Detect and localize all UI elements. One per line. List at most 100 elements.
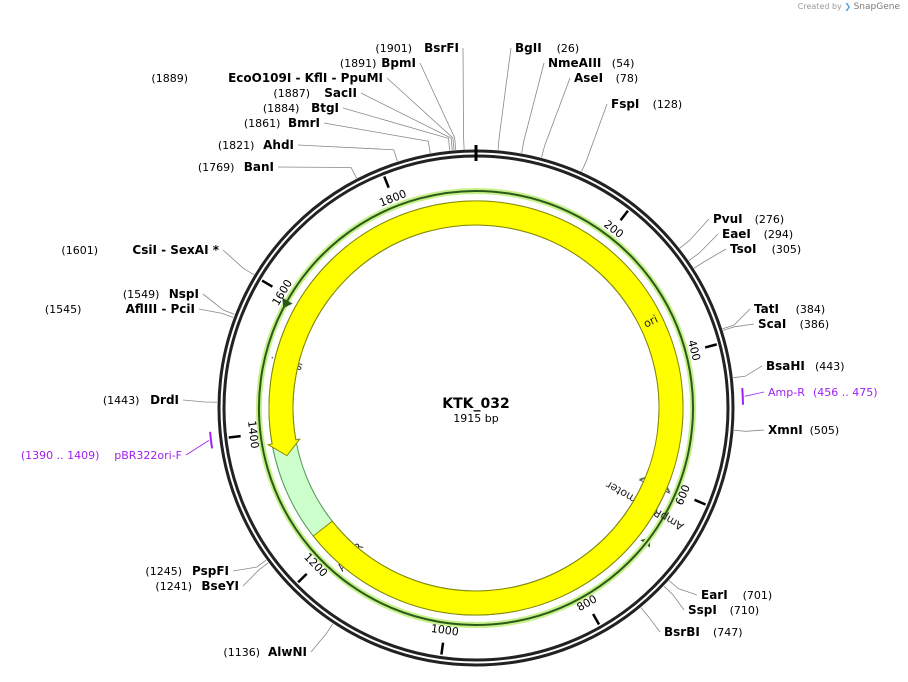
site-position: (1443) [103, 394, 140, 407]
site-position: (505) [810, 424, 840, 437]
site-position: (1769) [198, 161, 235, 174]
plasmid-length: 1915 bp [453, 412, 498, 425]
site-leader-line [497, 47, 512, 150]
site-leader-line [297, 144, 398, 162]
site-position: (1601) [61, 244, 98, 257]
site-position: (305) [772, 243, 802, 256]
tick-mark [704, 343, 718, 349]
site-name: FspI [611, 97, 639, 111]
site-position: (276) [755, 213, 785, 226]
watermark-brand: SnapGene [853, 2, 900, 12]
site-name: TsoI [730, 242, 756, 256]
site-leader-line [198, 308, 234, 318]
site-name: AflIII - PciI [126, 302, 195, 316]
site-leader-line [323, 122, 431, 154]
site-leader-line [232, 559, 267, 572]
site-name: BsrFI [424, 41, 459, 55]
primer-leader-line [185, 440, 210, 456]
site-layer: BgII(26)NmeAIII(54)AseI(78)FspI(128)PvuI… [45, 41, 845, 659]
tick-mark [383, 176, 390, 189]
site-name: BpmI [381, 56, 416, 70]
site-name: PvuI [713, 212, 743, 226]
primer-range: (1390 .. 1409) [21, 449, 100, 462]
site-position: (1136) [223, 646, 260, 659]
site-position: (1545) [45, 303, 82, 316]
tick-label: 1000 [430, 622, 460, 639]
site-position: (1887) [273, 87, 310, 100]
site-position: (384) [796, 303, 826, 316]
tick-label: 400 [685, 339, 703, 363]
primer-name: pBR322ori-F [114, 449, 182, 462]
site-name: BsaHI [766, 359, 805, 373]
site-leader-line [734, 429, 765, 432]
site-leader-line [541, 77, 571, 158]
site-name: DrdI [150, 393, 179, 407]
site-name: NspI [169, 287, 199, 301]
snapgene-watermark: Created by ❯ SnapGene [798, 2, 900, 12]
site-position: (1889) [151, 72, 188, 85]
site-position: (1891) [340, 57, 377, 70]
site-position: (128) [653, 98, 683, 111]
tick-mark [619, 209, 629, 221]
backbone-layer [217, 145, 735, 667]
site-leader-line [242, 562, 269, 587]
tick-mark [694, 498, 707, 506]
watermark-prefix: Created by [797, 2, 842, 11]
plasmid-name: KTK_032 [442, 396, 509, 412]
site-leader-line [277, 166, 357, 179]
site-name: SspI [688, 603, 717, 617]
site-position: (1861) [244, 117, 281, 130]
site-leader-line [462, 47, 465, 150]
tick-mark [261, 279, 274, 288]
site-position: (1549) [123, 288, 160, 301]
site-name: BtgI [311, 101, 339, 115]
site-name: BanI [244, 160, 274, 174]
site-name: EaeI [722, 227, 751, 241]
orf-arrowhead [282, 297, 293, 309]
site-name: NmeAIII [548, 56, 601, 70]
site-name: CsiI - SexAI * [132, 243, 219, 257]
site-name: BsrBI [664, 625, 700, 639]
site-leader-line [640, 607, 661, 633]
site-leader-line [360, 92, 453, 151]
site-name: BmrI [288, 116, 320, 130]
site-leader-line [722, 323, 755, 331]
site-name: XmnI [768, 423, 803, 437]
site-position: (78) [616, 72, 639, 85]
site-name: BgII [515, 41, 542, 55]
primer-mark [741, 388, 744, 405]
site-leader-line [733, 365, 763, 379]
primer-range: (456 .. 475) [813, 386, 878, 399]
site-name: AlwNI [268, 645, 307, 659]
site-leader-line [386, 77, 455, 150]
site-leader-line [693, 248, 727, 269]
site-position: (1901) [375, 42, 412, 55]
site-leader-line [419, 62, 457, 150]
site-leader-line [310, 623, 334, 653]
feature-arrow [266, 200, 684, 616]
site-name: AhdI [263, 138, 294, 152]
snapgene-logo-icon: ❯ [844, 2, 852, 11]
site-name: EcoO109I - KflI - PpuMI [228, 71, 383, 85]
tick-label: 1400 [245, 420, 261, 449]
feature-label: ori [641, 313, 660, 331]
site-position: (443) [815, 360, 845, 373]
tick-mark [440, 642, 445, 655]
site-position: (701) [743, 589, 773, 602]
site-position: (54) [612, 57, 635, 70]
primer-mark [209, 431, 214, 449]
site-position: (1241) [155, 580, 192, 593]
site-leader-line [581, 103, 608, 172]
tick-label: 800 [575, 592, 600, 614]
site-leader-line [722, 308, 751, 330]
site-name: BseYI [201, 579, 239, 593]
site-name: EarI [701, 588, 728, 602]
site-position: (26) [557, 42, 580, 55]
site-position: (710) [730, 604, 760, 617]
site-leader-line [668, 580, 698, 596]
site-name: SacII [324, 86, 357, 100]
site-leader-line [182, 399, 218, 403]
tick-mark [297, 572, 308, 584]
site-position: (1821) [218, 139, 255, 152]
